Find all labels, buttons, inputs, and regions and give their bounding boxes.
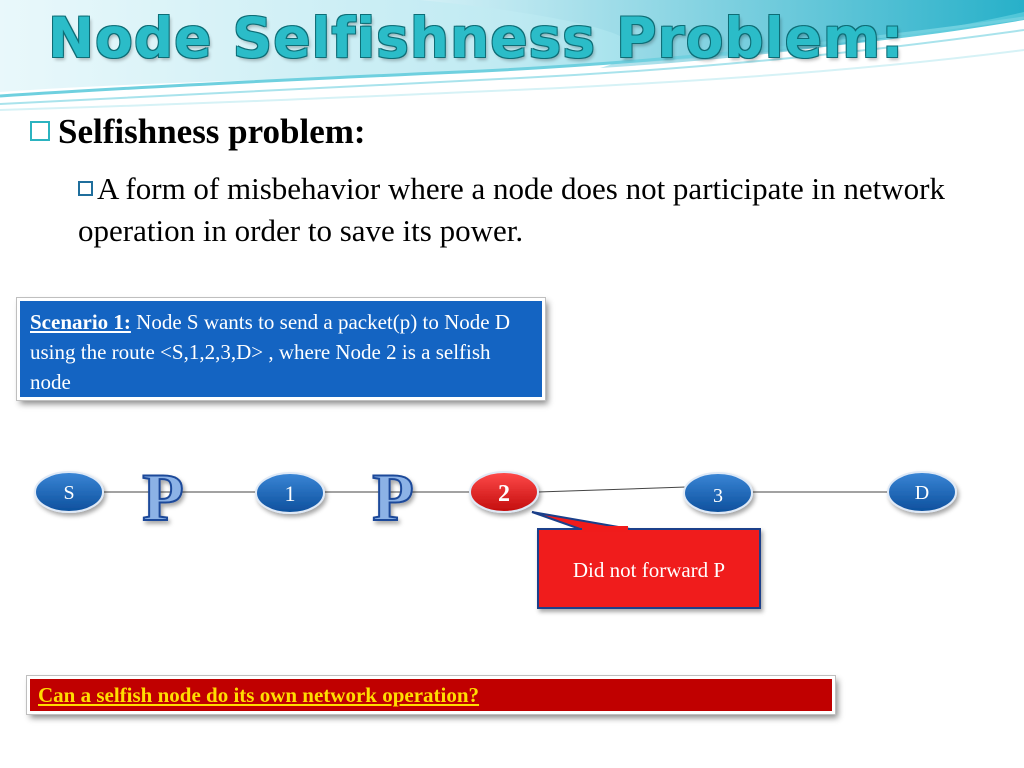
link-2-3: [537, 486, 687, 493]
node-1: 1: [255, 472, 325, 514]
scenario-box: Scenario 1: Node S wants to send a packe…: [17, 298, 545, 400]
node-D: D: [887, 471, 957, 513]
node-S-label: S: [63, 482, 74, 504]
slide-title: Node Selfishness Problem:: [48, 6, 905, 70]
route-diagram: Did not forward P S 1 2 3 D P P: [34, 458, 957, 609]
bullet-level2-text: A form of misbehavior where a node does …: [78, 171, 945, 248]
bullet-level1-text: Selfishness problem:: [58, 112, 366, 151]
checkbox-bullet-icon: [78, 181, 93, 196]
node-3-label: 3: [713, 485, 723, 507]
bullet-level2: A form of misbehavior where a node does …: [78, 168, 978, 252]
node-1-label: 1: [285, 481, 296, 506]
checkbox-bullet-icon: [30, 121, 50, 141]
callout-text: Did not forward P: [573, 558, 725, 582]
packet-p-1: P: [142, 459, 184, 535]
scenario-text: Node S wants to send a packet(p) to Node…: [30, 310, 510, 394]
node-S: S: [34, 471, 104, 513]
scenario-label: Scenario 1:: [30, 310, 131, 334]
background-waves: [0, 0, 1024, 111]
question-banner: Can a selfish node do its own network op…: [27, 676, 835, 714]
node-D-label: D: [915, 482, 929, 504]
callout-box: [537, 528, 761, 609]
bullet-level1: Selfishness problem:: [30, 112, 366, 152]
node-2-selfish: 2: [469, 471, 539, 513]
packet-p-2: P: [372, 459, 414, 535]
node-2-label: 2: [498, 481, 510, 507]
node-3: 3: [683, 472, 753, 514]
